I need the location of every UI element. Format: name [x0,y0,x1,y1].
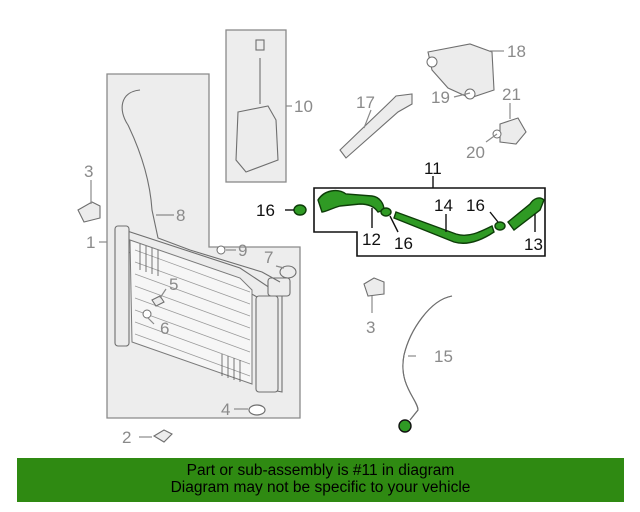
callout-16-left: 16 [256,201,275,220]
callout-labels: 1 2 3 3 4 5 6 7 8 9 10 11 12 13 14 15 16… [84,42,543,447]
thermostat [499,117,527,145]
leader-lines-dark [285,208,536,233]
thermostat-housing [427,43,495,99]
callout-16-mid: 16 [394,234,413,253]
water-pipe [339,93,413,159]
callout-19: 19 [431,88,450,107]
clamp-16-left [293,204,307,216]
callout-15: 15 [434,347,453,366]
callout-3-upper: 3 [84,162,93,181]
callout-13: 13 [524,235,543,254]
callout-1: 1 [86,233,95,252]
callout-10: 10 [294,97,313,116]
footer-line-1: Part or sub-assembly is #11 in diagram [186,462,455,479]
leader-lines [90,50,511,438]
bracket-lower [363,277,385,297]
callout-8: 8 [176,206,185,225]
callout-2: 2 [122,428,131,447]
callout-17: 17 [356,93,375,112]
callout-18: 18 [507,42,526,61]
parts-diagram: 1 2 3 3 4 5 6 7 8 9 10 11 12 13 14 15 16… [77,29,546,447]
callout-12: 12 [362,230,381,249]
clamp-16-mid [380,207,392,217]
callout-11: 11 [424,159,442,178]
callout-21: 21 [502,85,521,104]
callout-16-right: 16 [466,196,485,215]
clamp-2 [152,429,173,443]
callout-4: 4 [221,400,230,419]
hose-14 [393,211,495,244]
clamp-16-right [494,221,506,231]
radiator-assembly [106,73,301,419]
callout-6: 6 [160,319,169,338]
callout-14: 14 [434,196,453,215]
callout-9: 9 [238,241,247,260]
coolant-reservoir [225,29,287,183]
footer-banner: Part or sub-assembly is #11 in diagram D… [17,458,624,502]
callout-3-lower: 3 [366,318,375,337]
upper-hose-12 [317,189,385,213]
hose-13 [507,197,545,231]
footer-line-2: Diagram may not be specific to your vehi… [170,479,471,496]
callout-7: 7 [264,248,273,267]
bracket-upper [77,201,101,223]
callout-20: 20 [466,143,485,162]
callout-5: 5 [169,275,178,294]
